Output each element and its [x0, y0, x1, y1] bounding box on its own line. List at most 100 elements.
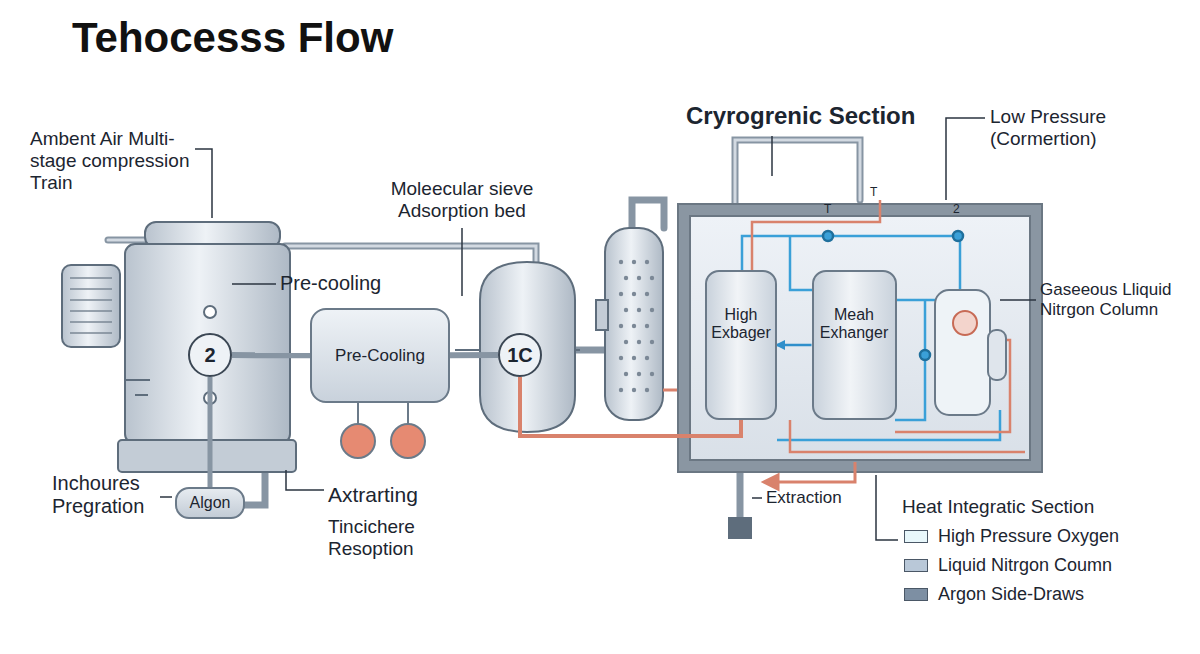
callout-label: Cryrogrenic Section — [686, 102, 946, 130]
leader-line-part — [461, 228, 463, 296]
node-text: High Exbager — [711, 306, 771, 343]
filter-media-part — [632, 324, 636, 328]
adsorber-vessel-part — [480, 262, 575, 432]
filter-media-part — [645, 260, 649, 264]
diagram-title: Tehocesss Flow — [72, 14, 393, 62]
filter-media-part — [645, 388, 649, 392]
filter-media-part — [637, 372, 641, 376]
filter-vessel-part — [605, 228, 663, 420]
cold-box-piping-part — [790, 420, 1025, 452]
legend-text: Argon Side-Draws — [938, 584, 1188, 605]
compressor — [62, 222, 296, 472]
compressor-part — [125, 379, 150, 381]
filter-media-part — [650, 372, 654, 376]
filter-media-part — [645, 356, 649, 360]
filter-media-part — [619, 356, 623, 360]
pipe-part — [737, 470, 744, 520]
callout-label: Gaseeous Lliquid Nitrgon Column — [1040, 280, 1190, 319]
leader-line-part — [160, 496, 172, 498]
filter-media-part — [619, 324, 623, 328]
compressor-part — [135, 394, 148, 396]
callout-label: Low Pressure (Cormertion) — [990, 106, 1155, 150]
pipe-part — [285, 246, 536, 262]
filter-media-part — [637, 276, 641, 280]
pipe-core-part — [735, 140, 860, 205]
callout-label: Tincichere Resoption — [328, 516, 448, 560]
filter-media-part — [645, 292, 649, 296]
callout-number: 1C — [498, 333, 542, 377]
process-box: Algon — [175, 487, 245, 519]
motor-fins-part — [70, 310, 112, 312]
cooler-coil — [341, 402, 425, 458]
valve-tag: 2 — [953, 203, 967, 217]
valve-tag: T — [870, 186, 884, 200]
callout-label: Inchoures Pregration — [52, 472, 162, 518]
callout-label: Heat Integratic Section — [902, 496, 1162, 518]
filter-media-part — [632, 388, 636, 392]
callout-label: Moleecular sieve Adsorption bed — [362, 178, 562, 222]
connector — [450, 352, 498, 358]
legend-swatch — [904, 530, 928, 543]
leader-line-part — [946, 118, 985, 200]
leader-line-part — [232, 283, 276, 285]
node-text: 2 — [204, 344, 215, 367]
leader-line-part — [771, 136, 773, 176]
nitrogen-column — [935, 290, 1006, 415]
filter-media-part — [619, 292, 623, 296]
exchanger-box: Meah Exhanger — [812, 270, 897, 420]
nitrogen-column-part — [935, 290, 990, 415]
filter-media-part — [645, 324, 649, 328]
compressor-part — [62, 265, 120, 347]
leader-line-part — [1000, 299, 1036, 301]
pipe-part — [735, 140, 860, 205]
filter-vessel-part — [596, 300, 608, 330]
cold-box-piping-part — [823, 231, 833, 241]
connector — [777, 344, 812, 347]
nitrogen-column-part — [953, 311, 977, 335]
cold-box-piping-part — [752, 200, 880, 270]
cold-box-piping-part — [895, 299, 935, 302]
callout-label: Pre-cooling — [280, 272, 430, 295]
cold-box-piping-part — [953, 231, 963, 241]
filter-media-part — [619, 260, 623, 264]
extraction-line-part — [764, 475, 778, 489]
pipe-part — [108, 237, 150, 244]
node-text: Algon — [190, 494, 231, 512]
motor-fins-part — [70, 277, 112, 279]
node-text: Pre-Cooling — [335, 346, 425, 366]
filter-media-part — [650, 276, 654, 280]
filter-media-part — [632, 292, 636, 296]
cold-box-piping-part — [920, 350, 930, 360]
nitrogen-column-part — [988, 330, 1006, 380]
process-box: Pre-Cooling — [310, 308, 450, 403]
leader-line-part — [752, 497, 762, 499]
legend-text: High Pressure Oxygen — [938, 526, 1188, 547]
callout-label: Axtrarting — [328, 483, 478, 507]
filter-media-part — [637, 340, 641, 344]
leader-line-part — [286, 470, 324, 490]
leader-line-part — [876, 475, 898, 540]
cooler-coil-part — [341, 424, 375, 458]
compressor-part — [118, 440, 296, 472]
motor-fins-part — [70, 332, 112, 334]
filter-media-part — [650, 308, 654, 312]
filter-media-part — [624, 308, 628, 312]
leader-line-part — [195, 149, 212, 218]
filter-media-part — [624, 276, 628, 280]
drain — [729, 518, 751, 538]
extraction-line — [520, 432, 855, 489]
legend-swatch — [904, 588, 928, 601]
adsorber-vessel — [455, 262, 580, 432]
cooler-coil-part — [358, 402, 408, 424]
cold-box-piping-part — [895, 300, 925, 420]
motor-fins-part — [70, 299, 112, 301]
valve-tag: T — [824, 203, 838, 217]
motor-fins-part — [70, 288, 112, 290]
pipe-core-part — [285, 246, 536, 262]
connector — [232, 352, 310, 358]
leader-line — [160, 118, 1036, 540]
cold-box-part — [678, 204, 1042, 472]
compressor-part — [204, 306, 216, 318]
cold-box-piping — [742, 200, 1025, 452]
